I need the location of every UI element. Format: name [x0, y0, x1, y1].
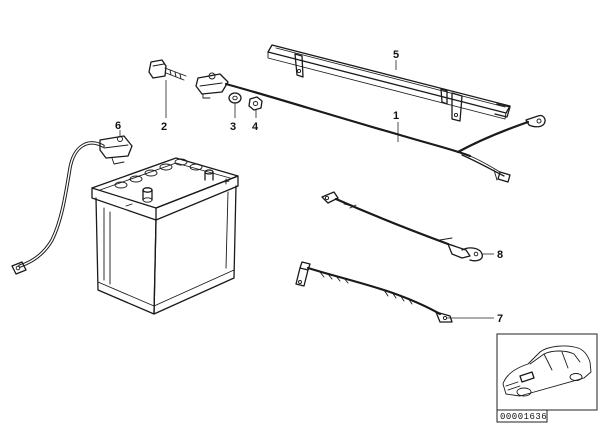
- nut: [248, 96, 263, 111]
- main-battery-cable: [195, 72, 546, 183]
- label-7: 7: [497, 313, 503, 325]
- label-5: 5: [393, 49, 399, 61]
- ground-strap: [295, 261, 453, 323]
- label-4: 4: [252, 121, 259, 133]
- inset-part-number: 00001636: [500, 412, 547, 422]
- label-8: 8: [497, 249, 503, 261]
- jumper-cable: [321, 191, 483, 262]
- label-1: 1: [393, 110, 399, 122]
- callout-labels: 2 3 4 5 1 6 8 7: [115, 49, 503, 325]
- battery: [91, 157, 239, 315]
- leader-lines: [119, 60, 494, 319]
- label-2: 2: [161, 121, 167, 133]
- vehicle-inset: 00001636: [496, 333, 598, 423]
- mounting-rail: [267, 44, 511, 122]
- washer: [228, 92, 242, 104]
- terminal-clamp: [148, 59, 187, 81]
- label-6: 6: [115, 120, 121, 132]
- label-3: 3: [230, 121, 236, 133]
- negative-cable: [11, 135, 133, 275]
